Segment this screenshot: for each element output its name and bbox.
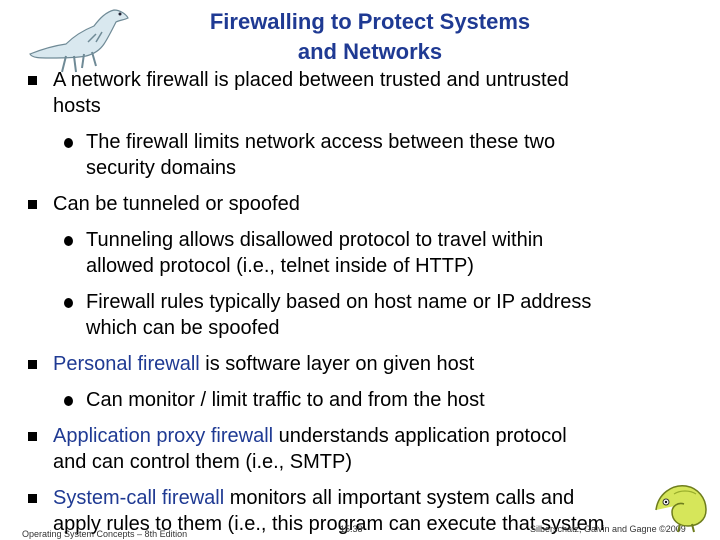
bullet-2-sub-1-line-1: Tunneling allows disallowed protocol to … [86,229,544,251]
application-proxy-firewall-term: Application proxy firewall [53,425,274,447]
bullet-2-line-1: Can be tunneled or spoofed [53,193,300,215]
bullet-4-line-2: and can control them (i.e., SMTP) [53,451,353,473]
slide-title-line-2: and Networks [297,39,443,64]
bullet-3-sub-1-line-1: Can monitor / limit traffic to and from … [86,389,485,411]
bullet-1-line-2: hosts [53,95,101,117]
bullet-5-rest: monitors all important system calls and [224,487,575,509]
bullet-2-sub-2-line-1: Firewall rules typically based on host n… [86,291,592,313]
footer-right: Silberschatz, Galvin and Gagne ©2009 [530,524,686,534]
footer-left: Operating System Concepts – 8th Edition [22,529,188,539]
chameleon-icon [655,485,707,533]
bullet-3-rest: is software layer on given host [199,353,475,375]
slide-title-line-1: Firewalling to Protect Systems [209,9,531,34]
system-call-firewall-term: System-call firewall [53,487,225,509]
square-bullet-icon [28,360,37,369]
bullet-5-line-1: System-call firewall monitors all import… [53,486,574,510]
personal-firewall-term: Personal firewall [53,353,200,375]
round-bullet-icon [64,298,73,308]
bullet-5-line-2: apply rules to them (i.e., this program … [53,513,605,535]
round-bullet-icon [64,396,73,406]
bullet-2-sub-1-line-2: allowed protocol (i.e., telnet inside of… [86,255,474,277]
footer-page-number: 15.38 [340,524,363,534]
bullet-4-line-1: Application proxy firewall understands a… [53,424,567,448]
bullet-3-line-1: Personal firewall is software layer on g… [53,352,474,376]
square-bullet-icon [28,432,37,441]
bullet-1-sub-1-line-1: The firewall limits network access betwe… [86,131,556,153]
dinosaur-icon [29,9,129,73]
square-bullet-icon [28,76,37,85]
bullet-4-rest: understands application protocol [273,425,567,447]
square-bullet-icon [28,200,37,209]
bullet-2-sub-2-line-2: which can be spoofed [86,317,280,339]
round-bullet-icon [64,138,73,148]
round-bullet-icon [64,236,73,246]
bullet-1-sub-1-line-2: security domains [86,157,237,179]
square-bullet-icon [28,494,37,503]
bullet-1-line-1: A network firewall is placed between tru… [53,69,569,91]
